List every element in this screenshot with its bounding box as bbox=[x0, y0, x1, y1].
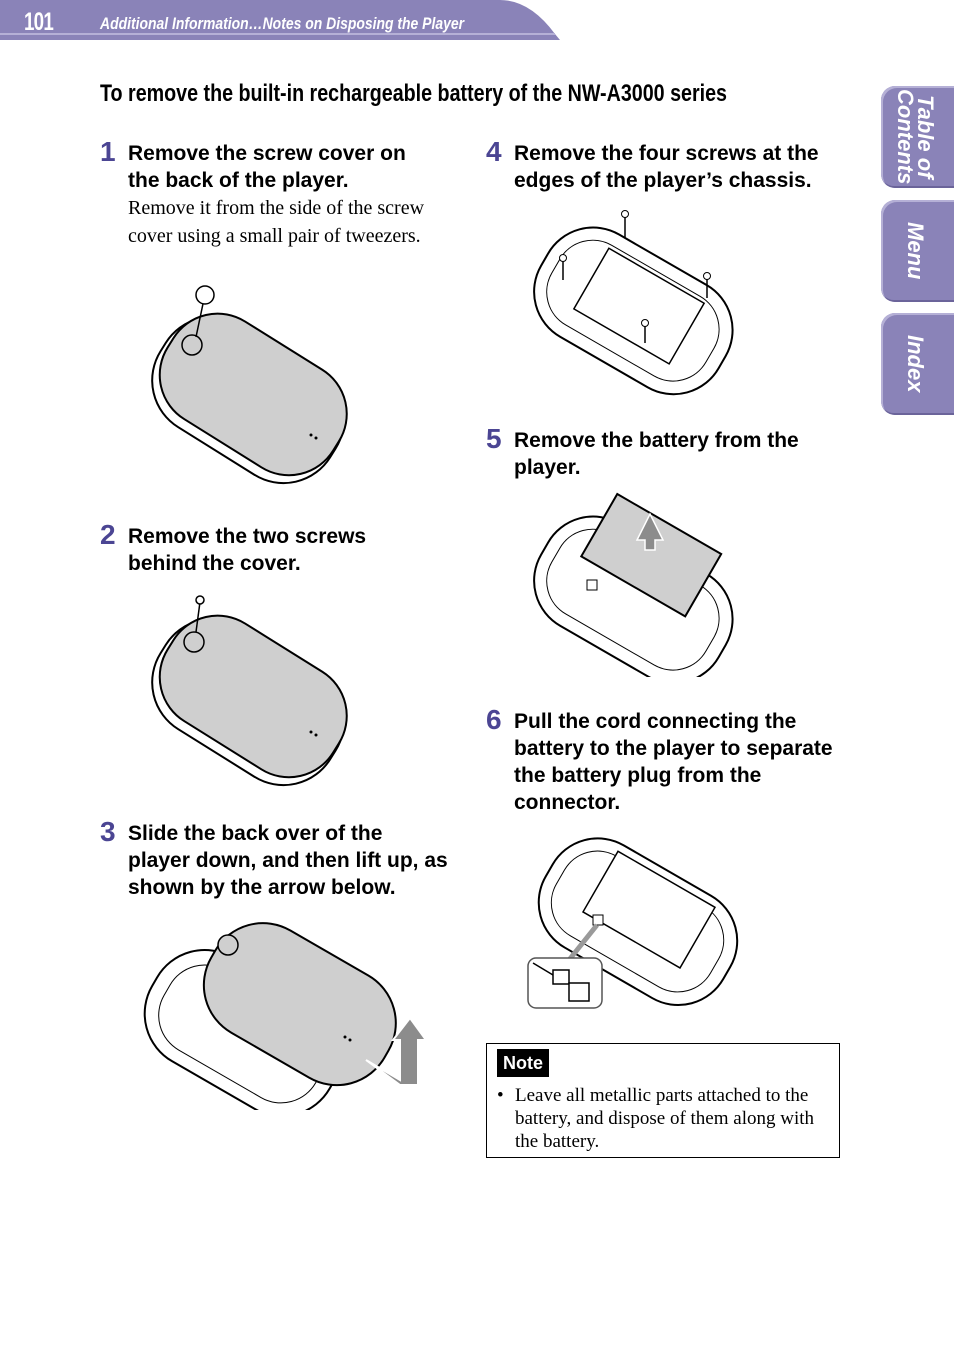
tab-label: Menu bbox=[903, 222, 928, 280]
illustration-step-5 bbox=[533, 492, 734, 677]
step-title: Remove the battery from the player. bbox=[514, 429, 799, 479]
tab-label: Index bbox=[903, 335, 928, 393]
tab-menu[interactable]: Menu bbox=[881, 200, 954, 302]
bullet-icon: • bbox=[497, 1085, 504, 1106]
step-title: Pull the cord connecting the battery to … bbox=[514, 710, 833, 814]
step-number: 6 bbox=[486, 704, 502, 735]
breadcrumb: Additional Information…Notes on Disposin… bbox=[100, 14, 465, 33]
step-title: Remove the two screws behind the cover. bbox=[128, 525, 367, 575]
tab-index[interactable]: Index bbox=[881, 313, 954, 415]
illustration-step-3 bbox=[143, 922, 428, 1110]
step-number: 5 bbox=[486, 423, 502, 454]
step-title: Slide the back over of the player down, … bbox=[128, 822, 448, 899]
note-label: Note bbox=[497, 1049, 549, 1077]
tab-label: Table of Contents bbox=[893, 89, 938, 185]
illustration-step-2 bbox=[151, 595, 348, 787]
illustration-step-1 bbox=[151, 285, 348, 485]
section-title: To remove the built-in rechargeable batt… bbox=[100, 80, 727, 107]
step-number: 2 bbox=[100, 519, 116, 550]
step-title: Remove the screw cover on the back of th… bbox=[128, 142, 406, 192]
illustration-step-4 bbox=[533, 210, 734, 396]
note-text: • Leave all metallic parts attached to t… bbox=[497, 1084, 827, 1153]
step-number: 4 bbox=[486, 136, 502, 167]
header-band bbox=[0, 0, 560, 40]
step-body: Remove it from the side of the screw cov… bbox=[128, 197, 425, 247]
note-box: Note • Leave all metallic parts attached… bbox=[486, 1043, 840, 1158]
step-number: 3 bbox=[100, 816, 116, 847]
page-header: 101 Additional Information…Notes on Disp… bbox=[0, 0, 560, 40]
tab-table-of-contents[interactable]: Table of Contents bbox=[881, 86, 954, 188]
note-bullet-text: Leave all metallic parts attached to the… bbox=[515, 1085, 815, 1152]
step-title: Remove the four screws at the edges of t… bbox=[514, 142, 819, 192]
illustration-step-6 bbox=[527, 837, 739, 1009]
page-number: 101 bbox=[24, 8, 54, 36]
step-number: 1 bbox=[100, 136, 116, 167]
